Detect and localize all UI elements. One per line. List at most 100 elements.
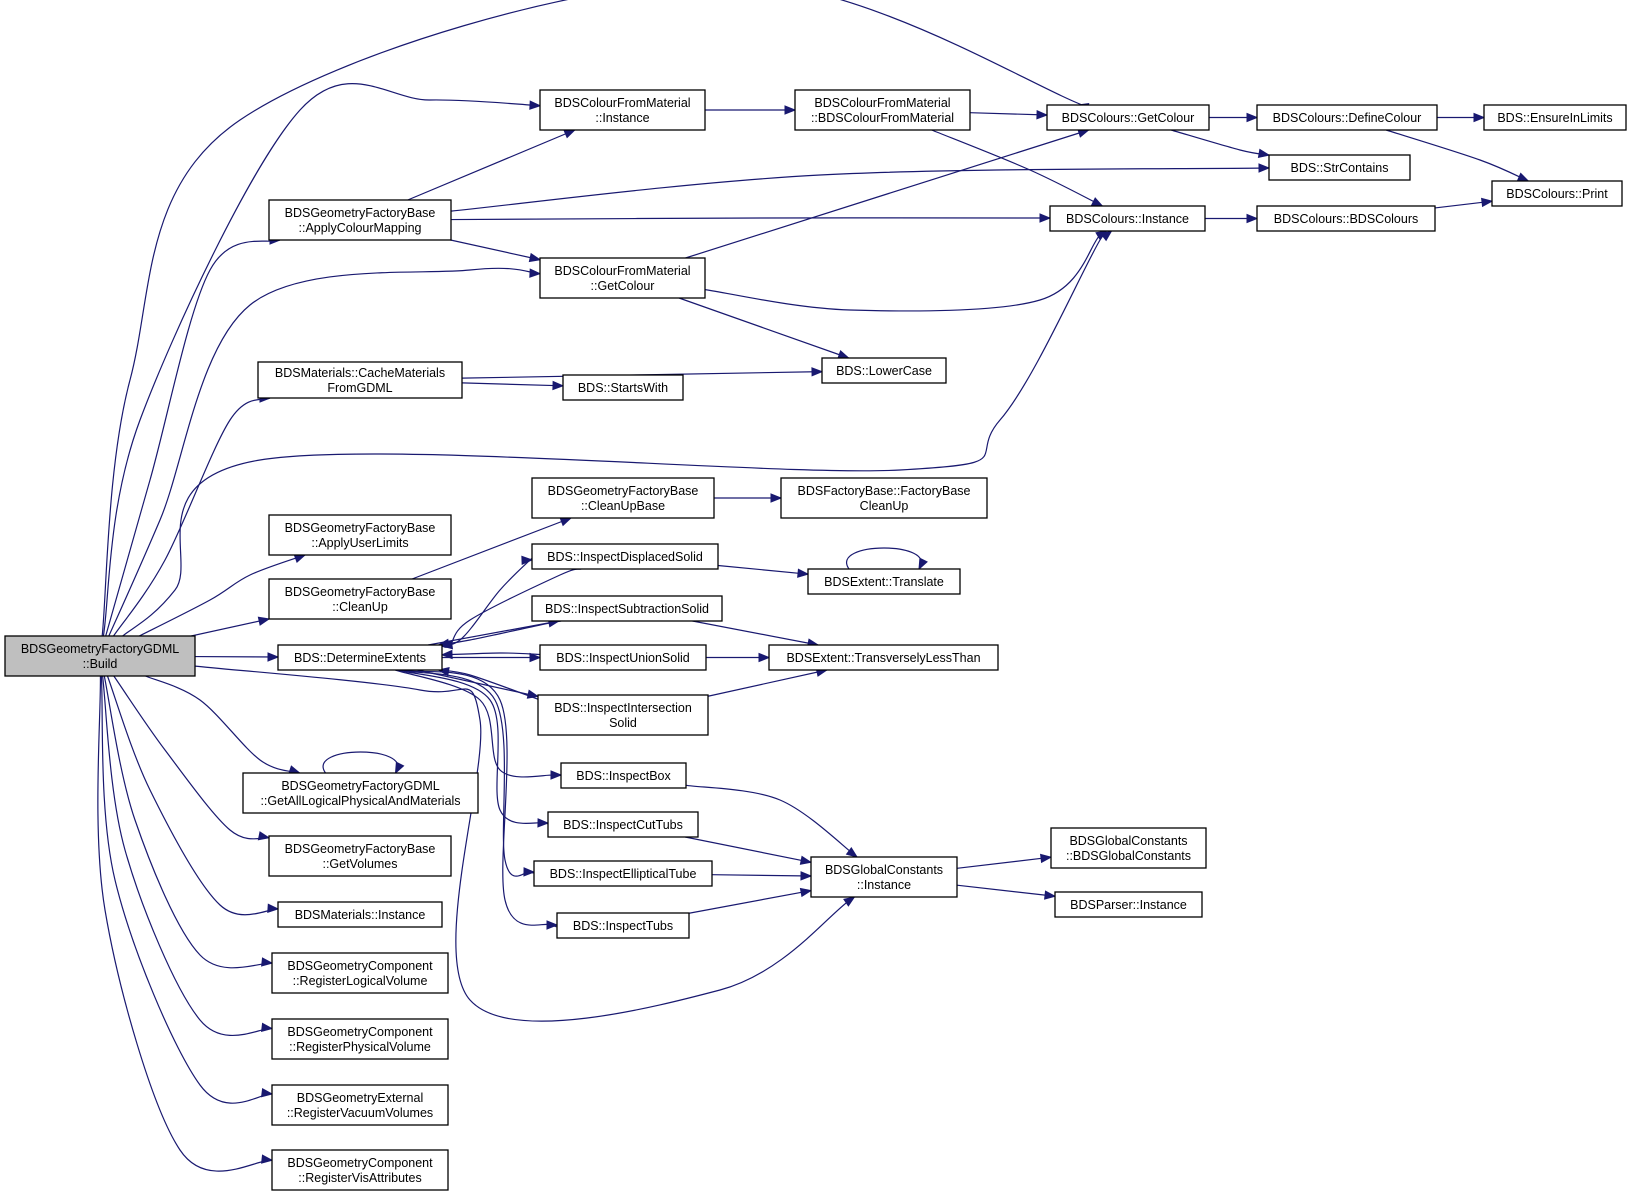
node-inspect-box[interactable]: BDS::InspectBox bbox=[560, 762, 687, 789]
node-box bbox=[1491, 180, 1623, 207]
node-box bbox=[539, 89, 706, 131]
edge-inspect_box-to-gc_instance bbox=[685, 784, 859, 858]
node-box bbox=[1268, 154, 1411, 181]
node-parser-instance[interactable]: BDSParser::Instance bbox=[1054, 891, 1203, 918]
edge-inspect_cuttubs-to-gc_instance bbox=[685, 836, 813, 865]
node-inspect-displaced[interactable]: BDS::InspectDisplacedSolid bbox=[531, 543, 719, 570]
edge-extent_translate-to-extent_translate bbox=[846, 547, 928, 571]
node-gfb-cleanup[interactable]: BDSGeometryFactoryBase::CleanUp bbox=[268, 578, 452, 620]
node-box bbox=[271, 952, 449, 994]
edge-gc_instance-to-parser_instance bbox=[956, 884, 1057, 900]
edge-cfm_ctor-to-colours_getcolour bbox=[969, 109, 1049, 120]
node-box bbox=[257, 361, 463, 399]
node-inspect-tubs[interactable]: BDS::InspectTubs bbox=[556, 912, 690, 939]
node-box bbox=[242, 772, 479, 814]
node-gfb-getvolumes[interactable]: BDSGeometryFactoryBase::GetVolumes bbox=[268, 835, 452, 877]
node-colours-define[interactable]: BDSColours::DefineColour bbox=[1256, 104, 1438, 131]
edge-determine_extents-to-inspect_union bbox=[442, 652, 542, 663]
node-box bbox=[539, 644, 707, 671]
node-label: BDS::InspectCutTubs bbox=[563, 818, 683, 832]
node-colours-instance[interactable]: BDSColours::Instance bbox=[1049, 205, 1206, 232]
node-ge-reg-vacuum[interactable]: BDSGeometryExternal::RegisterVacuumVolum… bbox=[271, 1084, 449, 1126]
edge-cfm_getcolour-to-colours_getcolour bbox=[685, 128, 1090, 259]
edge-gfb_apply_colour-to-cfm_instance bbox=[407, 129, 577, 201]
node-ensure-limits[interactable]: BDS::EnsureInLimits bbox=[1483, 104, 1627, 131]
edge-build-to-gc_reg_logical bbox=[103, 675, 274, 969]
node-extent-tlt[interactable]: BDSExtent::TransverselyLessThan bbox=[768, 644, 999, 671]
edge-determine_extents-to-inspect_elliptical bbox=[399, 669, 536, 877]
node-cfm-ctor[interactable]: BDSColourFromMaterial::BDSColourFromMate… bbox=[794, 89, 971, 131]
node-label: BDSColours::DefineColour bbox=[1273, 111, 1422, 125]
node-colours-print[interactable]: BDSColours::Print bbox=[1491, 180, 1623, 207]
node-box bbox=[533, 860, 713, 887]
node-label: ::RegisterVisAttributes bbox=[298, 1171, 421, 1185]
node-label: ::CleanUpBase bbox=[581, 499, 665, 513]
node-gc-reg-physical[interactable]: BDSGeometryComponent::RegisterPhysicalVo… bbox=[271, 1018, 449, 1060]
node-gfb-apply-colour[interactable]: BDSGeometryFactoryBase::ApplyColourMappi… bbox=[268, 199, 452, 241]
node-cfm-instance[interactable]: BDSColourFromMaterial::Instance bbox=[539, 89, 706, 131]
node-box bbox=[1256, 205, 1436, 232]
node-inspect-cuttubs[interactable]: BDS::InspectCutTubs bbox=[547, 811, 699, 838]
node-lowercase[interactable]: BDS::LowerCase bbox=[821, 357, 947, 384]
node-str-contains[interactable]: BDS::StrContains bbox=[1268, 154, 1411, 181]
node-colours-ctor[interactable]: BDSColours::BDSColours bbox=[1256, 205, 1436, 232]
node-label: BDSGeometryFactoryBase bbox=[548, 484, 699, 498]
edge-colours_define-to-ensure_limits bbox=[1437, 112, 1486, 123]
node-gc-ctor[interactable]: BDSGlobalConstants::BDSGlobalConstants bbox=[1050, 827, 1207, 869]
node-gfgdml-getall[interactable]: BDSGeometryFactoryGDML::GetAllLogicalPhy… bbox=[242, 772, 479, 814]
node-box bbox=[807, 568, 961, 595]
node-label: BDS::InspectDisplacedSolid bbox=[547, 550, 703, 564]
edge-determine_extents-to-inspect_box bbox=[395, 669, 563, 780]
edge-build-to-determine_extents bbox=[194, 652, 280, 662]
node-label: BDSExtent::TransverselyLessThan bbox=[786, 651, 980, 665]
edge-gfb_apply_colour-to-str_contains bbox=[450, 163, 1300, 212]
node-gc-reg-vis[interactable]: BDSGeometryComponent::RegisterVisAttribu… bbox=[271, 1149, 449, 1191]
node-inspect-elliptical[interactable]: BDS::InspectEllipticalTube bbox=[533, 860, 713, 887]
edge-cfm_ctor-to-colours_instance bbox=[931, 129, 1104, 207]
node-label: ::ApplyColourMapping bbox=[299, 221, 422, 235]
node-gfb-userlimits[interactable]: BDSGeometryFactoryBase::ApplyUserLimits bbox=[268, 514, 452, 556]
node-gfb-cleanupbase[interactable]: BDSGeometryFactoryBase::CleanUpBase bbox=[531, 477, 715, 519]
edge-build-to-gc_reg_vis bbox=[97, 675, 274, 1172]
node-inspect-union[interactable]: BDS::InspectUnionSolid bbox=[539, 644, 707, 671]
node-label: BDSGlobalConstants bbox=[825, 863, 943, 877]
edge-inspect_subtraction-to-extent_tlt bbox=[692, 620, 820, 648]
edge-colours_ctor-to-colours_print bbox=[1434, 197, 1494, 209]
node-box bbox=[268, 578, 452, 620]
node-label: ::ApplyUserLimits bbox=[311, 536, 408, 550]
edge-gfb_cleanupbase-to-fb_cleanup bbox=[714, 493, 783, 503]
node-box bbox=[268, 514, 452, 556]
node-label: BDS::InspectSubtractionSolid bbox=[545, 602, 709, 616]
edge-inspect_union-to-extent_tlt bbox=[706, 652, 771, 663]
node-box bbox=[1046, 104, 1210, 131]
node-label: ::RegisterVacuumVolumes bbox=[287, 1106, 433, 1120]
node-cfm-getcolour[interactable]: BDSColourFromMaterial::GetColour bbox=[539, 257, 706, 299]
node-inspect-subtraction[interactable]: BDS::InspectSubtractionSolid bbox=[531, 595, 723, 622]
edge-cfm_getcolour-to-lowercase bbox=[678, 297, 850, 359]
node-label: BDSColours::GetColour bbox=[1062, 111, 1195, 125]
node-box bbox=[271, 1149, 449, 1191]
node-label: BDSGeometryFactoryBase bbox=[285, 206, 436, 220]
edge-gfgdml_getall-to-gfgdml_getall bbox=[322, 751, 405, 775]
node-label: BDSColours::BDSColours bbox=[1274, 212, 1419, 226]
node-label: BDS::DetermineExtents bbox=[294, 651, 426, 665]
node-startswith[interactable]: BDS::StartsWith bbox=[562, 374, 684, 401]
node-build: BDSGeometryFactoryGDML::Build bbox=[4, 635, 196, 677]
node-label: BDSColourFromMaterial bbox=[554, 264, 690, 278]
node-mat-instance[interactable]: BDSMaterials::Instance bbox=[277, 901, 443, 928]
node-gc-reg-logical[interactable]: BDSGeometryComponent::RegisterLogicalVol… bbox=[271, 952, 449, 994]
node-colours-getcolour[interactable]: BDSColours::GetColour bbox=[1046, 104, 1210, 131]
node-gc-instance[interactable]: BDSGlobalConstants::Instance bbox=[810, 856, 958, 898]
node-label: ::BDSColourFromMaterial bbox=[811, 111, 954, 125]
node-box bbox=[4, 635, 196, 677]
edge-build-to-ge_reg_vacuum bbox=[100, 675, 274, 1104]
node-label: BDSGeometryFactoryBase bbox=[285, 585, 436, 599]
node-box bbox=[537, 694, 709, 736]
node-determine-extents[interactable]: BDS::DetermineExtents bbox=[277, 644, 443, 671]
node-box bbox=[1483, 104, 1627, 131]
node-extent-translate[interactable]: BDSExtent::Translate bbox=[807, 568, 961, 595]
